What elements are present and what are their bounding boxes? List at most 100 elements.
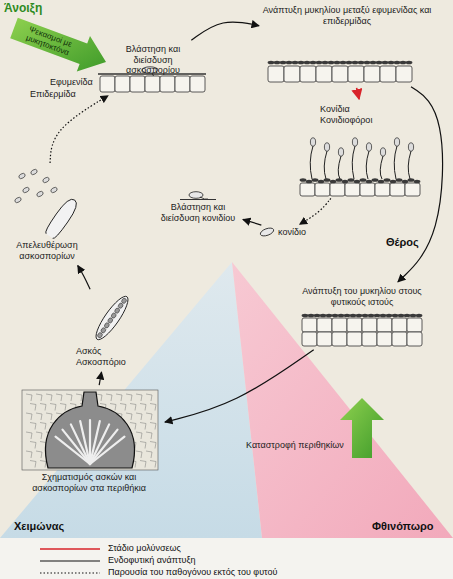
plant-cell — [100, 76, 115, 92]
plant-cell — [377, 332, 392, 346]
litter-stroke — [46, 413, 52, 420]
conidium-shape — [394, 138, 399, 146]
litter-stroke — [146, 413, 152, 420]
conidium-shape — [408, 143, 413, 151]
hypha — [350, 314, 357, 318]
litter-stroke — [136, 432, 142, 439]
perithecium — [46, 392, 135, 468]
hypha — [378, 180, 385, 184]
stage-text: Ανάπτυξη μυκηλίου μεταξύ εφυμενίδας και … — [262, 5, 432, 26]
conidiophore — [408, 151, 411, 179]
litter-stroke — [110, 404, 116, 411]
hypha — [312, 178, 319, 182]
plant-cell — [396, 66, 412, 82]
season-label: Χειμώνας — [14, 520, 64, 533]
stage-node: Σχηματισμός ασκών και ασκοσπορίων στα πε… — [16, 388, 162, 495]
hypha — [416, 314, 423, 318]
stage-text: Ανάπτυξη του μυκηλίου στους φυτικούς ιστ… — [298, 286, 426, 307]
plant-cell — [332, 318, 347, 332]
stage-text: Σχηματισμός ασκών και ασκοσπορίων στα πε… — [16, 472, 162, 493]
conidiophore — [394, 146, 397, 179]
germ-tube — [200, 197, 208, 199]
stage-text: Κονιδιοφόροι — [320, 115, 426, 126]
stage-text: Βλάστηση και διείσδυση ασκοσπορίου — [108, 44, 198, 76]
ascospore — [18, 172, 26, 179]
plant-cell — [345, 183, 360, 196]
plant-cell — [390, 183, 405, 196]
hypha — [358, 61, 365, 65]
plant-cell — [330, 183, 345, 196]
winter-region — [0, 262, 262, 538]
hypha — [408, 178, 415, 182]
cycle-arrow — [243, 219, 261, 225]
action-label: Καταστροφή περιθηκίων — [246, 440, 344, 451]
litter-stroke — [66, 394, 72, 401]
plant-cell — [160, 76, 175, 92]
legend-samples — [40, 549, 100, 573]
plant-cell — [284, 66, 300, 82]
stage-node: ΚονίδιαΚονιδιοφόροι — [314, 102, 426, 196]
litter-stroke — [30, 461, 36, 468]
stage-text: Απελευθέρωση ασκοσπορίων — [4, 240, 90, 261]
plant-cell — [362, 332, 377, 346]
ascus-line — [71, 424, 90, 464]
hypha — [336, 178, 343, 182]
hypha — [300, 178, 307, 182]
hypha — [368, 314, 375, 318]
litter-stroke — [26, 432, 32, 439]
litter-stroke — [46, 394, 52, 401]
cycle-arrow — [165, 350, 314, 422]
conidiophore — [380, 156, 383, 179]
leaf-litter — [22, 390, 158, 470]
litter-stroke — [30, 404, 36, 411]
litter-stroke — [150, 423, 156, 430]
hypha — [364, 61, 371, 65]
hypha — [356, 314, 363, 318]
hypha — [268, 61, 275, 65]
litter-stroke — [146, 432, 152, 439]
hypha — [342, 180, 349, 184]
hypha — [374, 314, 381, 318]
conidiophores — [310, 138, 413, 179]
hypha — [380, 314, 387, 318]
hypha — [384, 178, 391, 182]
hypha — [410, 314, 417, 318]
hypha — [382, 61, 389, 65]
litter-stroke — [146, 451, 152, 458]
litter-stroke — [60, 404, 66, 411]
hypha — [302, 314, 309, 318]
legend-text: Ενδοφυτική ανάπτυξη — [108, 555, 195, 566]
hypha — [330, 180, 337, 184]
stage-text: Ασκοσπόριο — [76, 357, 146, 368]
hypha — [386, 314, 393, 318]
litter-stroke — [40, 404, 46, 411]
hypha — [292, 61, 299, 65]
plant-cell — [317, 318, 332, 332]
ascospores — [97, 297, 128, 338]
plant-cell — [130, 76, 145, 92]
hypha — [406, 61, 413, 65]
plant-cell — [405, 183, 420, 196]
plant-cell — [300, 66, 316, 82]
autumn-region — [232, 262, 453, 538]
conidium-shape — [366, 143, 371, 151]
ascospore — [14, 196, 22, 203]
litter-stroke — [26, 394, 32, 401]
hypha — [362, 314, 369, 318]
hypha — [318, 180, 325, 184]
plant-cell — [392, 332, 407, 346]
hypha — [404, 314, 411, 318]
stage-text: Ασκός — [76, 346, 146, 357]
ascus-wall — [91, 293, 132, 344]
hypha — [314, 314, 321, 318]
litter-stroke — [36, 413, 42, 420]
litter-stroke — [150, 461, 156, 468]
asci — [56, 420, 125, 464]
season-label: Φθινόπωρο — [372, 520, 434, 533]
hypha — [316, 61, 323, 65]
legend-text: Στάδιο μολύνσεως — [108, 543, 181, 554]
litter-stroke — [140, 423, 146, 430]
stage-node: κονίδιο — [258, 226, 314, 240]
hypha — [308, 314, 315, 318]
plant-cell — [316, 66, 332, 82]
